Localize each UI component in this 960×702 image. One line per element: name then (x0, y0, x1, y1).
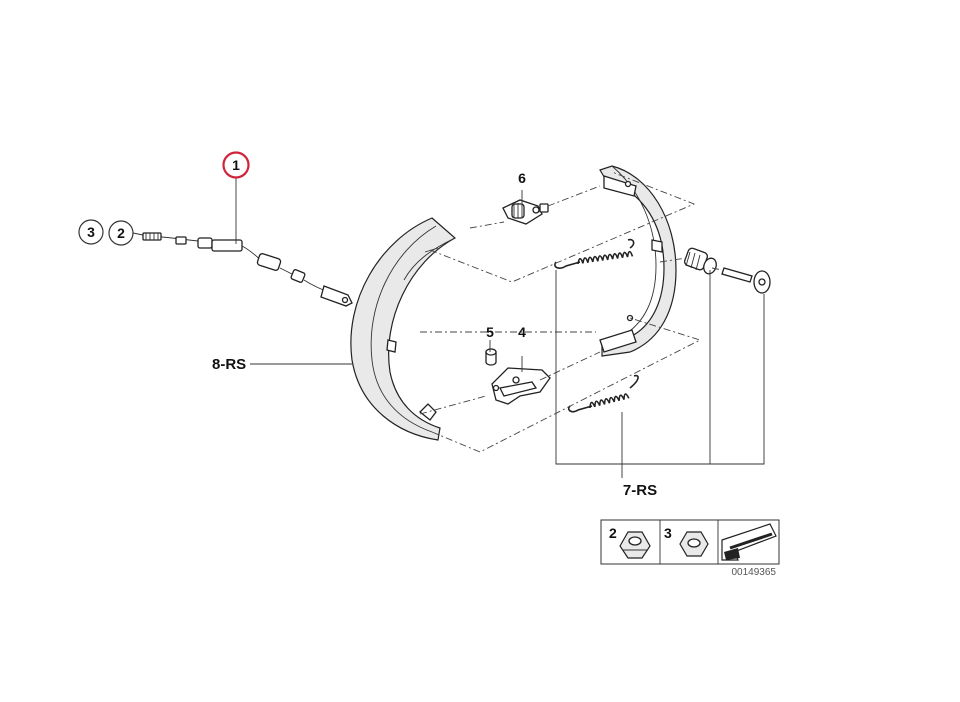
legend-box: 2 3 (600, 519, 780, 565)
callout-2-circle (108, 220, 134, 246)
expander-lever-part-4 (491, 356, 551, 405)
adjuster-part-6 (502, 199, 549, 225)
reference-number: 00149365 (732, 567, 777, 578)
legend-item-2-label: 2 (609, 525, 617, 541)
brake-shoe-left (350, 217, 457, 441)
callout-1-highlight-ring (222, 151, 250, 179)
lower-spring (567, 374, 639, 413)
callout-1-label: 1 (232, 157, 240, 173)
callout-1[interactable]: 1 (222, 151, 250, 179)
callout-3-circle (78, 219, 104, 245)
brake-shoe-right (599, 165, 677, 357)
callout-3[interactable]: 3 (78, 219, 104, 245)
legend-item-3-label: 3 (664, 525, 672, 541)
bushing-part-5 (485, 348, 497, 366)
callout-2[interactable]: 2 (108, 220, 134, 246)
flange-nut-icon (619, 531, 651, 559)
callout-2-leader (132, 232, 144, 236)
hex-nut-icon (679, 531, 709, 557)
legend-item-3[interactable]: 3 (664, 525, 709, 557)
callout-2-label: 2 (117, 225, 125, 241)
callout-8[interactable]: 8-RS (212, 356, 246, 373)
handbrake-cable (142, 232, 353, 307)
callout-3-label: 3 (87, 224, 95, 240)
callout-4[interactable]: 4 (518, 324, 526, 340)
hold-down-pin (721, 267, 771, 294)
callout-5[interactable]: 5 (486, 324, 494, 340)
assembly-dashed-lines (419, 171, 723, 453)
callout-7-bracket (555, 270, 765, 478)
callout-7[interactable]: 7-RS (623, 482, 657, 499)
retainer-spring-cup (684, 247, 717, 275)
direction-arrow-icon (721, 523, 777, 561)
callout-6[interactable]: 6 (518, 170, 526, 186)
legend-item-2[interactable]: 2 (609, 525, 651, 559)
upper-spring (554, 238, 635, 269)
